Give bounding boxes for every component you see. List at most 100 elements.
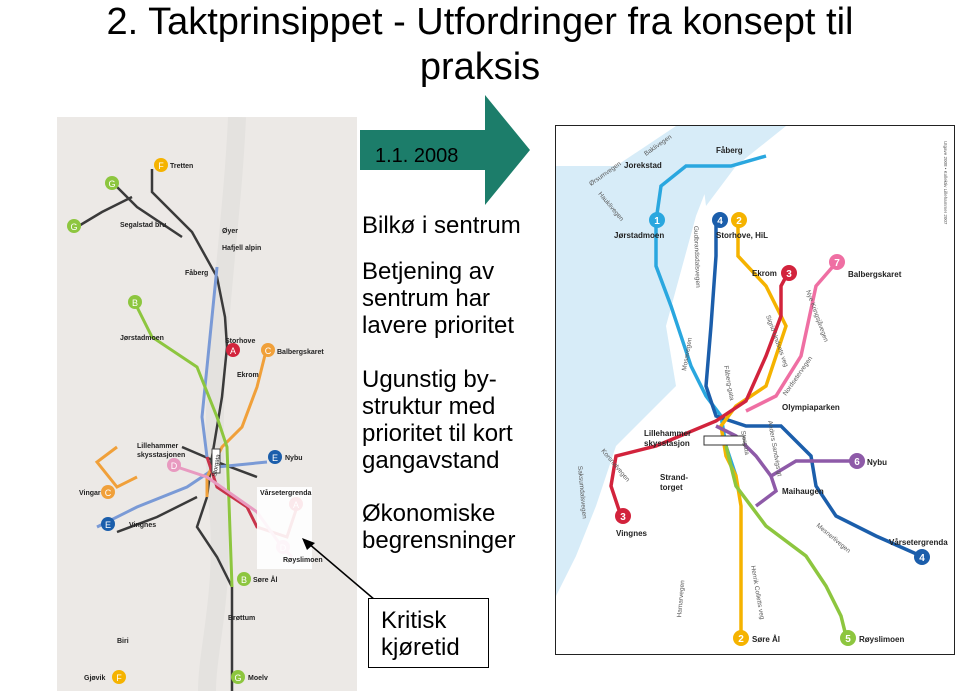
- stop-ekrom: Ekrom: [237, 372, 259, 379]
- svg-text:G: G: [234, 673, 241, 683]
- svg-text:1: 1: [654, 216, 660, 227]
- svg-text:5: 5: [845, 634, 851, 645]
- stop-faberg: Fåberg: [185, 269, 208, 277]
- stop-storhove: Storhove, HiL: [716, 231, 768, 240]
- stop-lillehammer-1: Lillehammer: [137, 443, 179, 450]
- route-number-4-bottom: 4: [914, 549, 930, 565]
- stop-varsetergrenda: Vårsetergrenda: [889, 538, 948, 547]
- stop-brottum: Brøttum: [228, 615, 255, 622]
- route-badge-b-1: B: [128, 295, 142, 309]
- route-number-1: 1: [649, 212, 665, 228]
- stop-strandtorget-1: Strand-: [660, 473, 688, 482]
- svg-text:B: B: [241, 575, 247, 585]
- stop-maihaugen: Maihaugen: [782, 487, 824, 496]
- arrow-shape: [360, 95, 530, 205]
- stop-balbergskaret: Balbergskaret: [277, 349, 324, 356]
- text-betjening-3: lavere prioritet: [362, 312, 515, 339]
- street-gudbrand: Gudbrandsdalsvegen: [692, 226, 701, 288]
- arrow-date-label: 1.1. 2008: [375, 145, 459, 167]
- old-route-map: F G G B A C D E C E A D B F G Tretten Se…: [57, 116, 357, 692]
- text-betjening-2: sentrum har: [362, 285, 491, 312]
- stop-vingnes: Vingnes: [616, 529, 648, 538]
- stop-storhove: Storhove: [225, 338, 255, 345]
- stop-strandtorget-2: torget: [660, 483, 683, 492]
- street-henrik: Henrik Colletts veg: [749, 565, 765, 620]
- svg-text:7: 7: [834, 258, 840, 269]
- text-bilko: Bilkø i sentrum: [362, 212, 521, 239]
- stop-jorekstad: Jorekstad: [624, 161, 662, 170]
- street-mesna: Mesnerlivegen: [815, 522, 852, 555]
- route-badge-b-2: B: [237, 572, 251, 586]
- svg-text:F: F: [158, 161, 164, 171]
- svg-text:2: 2: [736, 216, 742, 227]
- svg-text:F: F: [116, 673, 122, 683]
- stop-balbergskaret: Balbergskaret: [848, 270, 902, 279]
- stop-vingar: Vingar: [79, 490, 101, 497]
- svg-text:A: A: [230, 346, 236, 356]
- route-number-3-top: 3: [781, 265, 797, 281]
- text-ugunstig-1: Ugunstig by-: [362, 366, 497, 393]
- street-anders: Anders Sandvigs gt: [766, 420, 783, 477]
- route-badge-c-2: C: [101, 485, 115, 499]
- callout-line1: Kritisk: [381, 607, 447, 634]
- svg-text:6: 6: [854, 457, 860, 468]
- route-number-4-top: 4: [712, 212, 728, 228]
- stop-jorstadmoen: Jørstadmoen: [120, 335, 164, 342]
- stop-varsetergrenda: Vårsetergrenda: [260, 489, 311, 497]
- route-number-7: 7: [829, 254, 845, 270]
- text-betjening-1: Betjening av: [362, 258, 495, 285]
- stop-ekrom: Ekrom: [752, 269, 777, 278]
- svg-text:B: B: [132, 298, 138, 308]
- route-badge-f-top: F: [154, 158, 168, 172]
- street-faberggata: Fåberg-gata: [722, 365, 736, 402]
- stop-tretten: Tretten: [170, 163, 193, 170]
- stop-nybu: Nybu: [285, 455, 303, 462]
- map-credit: Utgave 2008 • Kollektiv Lillehammer 2007: [943, 141, 948, 225]
- stop-olympiaparken: Olympiaparken: [782, 403, 840, 412]
- slide-title: 2. Taktprinsippet - Utfordringer fra kon…: [0, 0, 960, 90]
- old-route-map-svg: F G G B A C D E C E A D B F G Tretten Se…: [67, 116, 324, 692]
- svg-text:D: D: [171, 461, 178, 471]
- new-route-map: 1 4 2 3 7 6 3 4 2 5 Fåberg Jorekstad Jør…: [555, 125, 955, 655]
- svg-text:G: G: [108, 179, 115, 189]
- route-badge-g-2: G: [67, 219, 81, 233]
- text-ugunstig-4: gangavstand: [362, 447, 500, 474]
- stop-roysli: Røyslimoen: [859, 635, 904, 644]
- route-badge-d-1: D: [167, 458, 181, 472]
- svg-text:4: 4: [717, 216, 723, 227]
- stop-soreal: Søre Ål: [253, 575, 278, 584]
- stop-hafjell: Hafjell alpin: [222, 245, 261, 252]
- text-ugunstig-2: struktur med: [362, 393, 496, 420]
- stop-vingnes: Vingnes: [129, 522, 156, 529]
- callout-line2: kjøretid: [381, 634, 460, 661]
- stop-gjovik: Gjøvik: [84, 675, 106, 682]
- text-ugunstig-3: prioritet til kort: [362, 420, 513, 447]
- route-number-2-top: 2: [731, 212, 747, 228]
- route-badge-f-bottom: F: [112, 670, 126, 684]
- stop-soreal: Søre Ål: [752, 635, 780, 644]
- callout-arrow: [302, 538, 376, 601]
- street-saksum: Saksumdalsvegen: [576, 466, 588, 520]
- svg-text:4: 4: [919, 553, 925, 564]
- stop-oyer: Øyer: [222, 228, 238, 235]
- slide-title-line2: praksis: [419, 46, 541, 88]
- route-badge-g-1: G: [105, 176, 119, 190]
- svg-text:3: 3: [620, 512, 626, 523]
- stop-moelv: Moelv: [248, 675, 268, 682]
- stop-roysli: Røyslimoen: [283, 557, 323, 564]
- street-storgata: Storgata: [739, 430, 750, 456]
- route-number-6: 6: [849, 453, 865, 469]
- svg-text:C: C: [105, 488, 112, 498]
- callout-kritisk-kjoretid: Kritisk kjøretid: [368, 598, 489, 668]
- street-storgata: Storgata: [212, 453, 222, 477]
- route-number-2-bottom: 2: [733, 630, 749, 646]
- svg-text:C: C: [265, 346, 272, 356]
- route-number-5: 5: [840, 630, 856, 646]
- stop-segalstad: Segalstad bru: [120, 222, 166, 229]
- route-badge-g-bottom: G: [231, 670, 245, 684]
- street-hamar: Hamarvegen: [676, 580, 686, 618]
- route-badge-a-1: A: [226, 343, 240, 357]
- text-okonomiske-1: Økonomiske: [362, 500, 496, 527]
- svg-text:2: 2: [738, 634, 744, 645]
- svg-text:E: E: [105, 520, 111, 530]
